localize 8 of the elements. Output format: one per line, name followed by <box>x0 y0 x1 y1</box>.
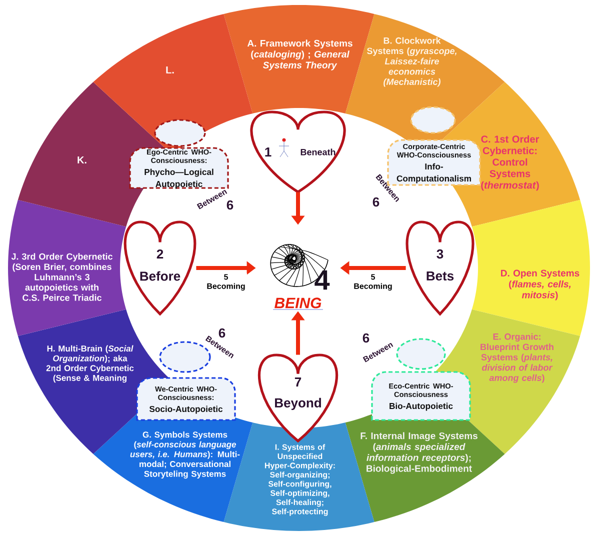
edge-label: 5 Becoming <box>205 273 247 292</box>
annotation-text: 6 <box>226 200 234 210</box>
number-label: 4 <box>314 270 330 290</box>
annotation-text: 6 <box>362 333 370 343</box>
edge-label: 5 Becoming <box>352 273 394 292</box>
annotation-text: 6 <box>218 328 226 338</box>
heading-text: BEING <box>272 298 324 310</box>
ring-segment: J. 3rd Order Cybernetic (Soren Brier, combines Luhmann’s 3 autopoietics with C.S. Peirce Triadic <box>8 200 126 336</box>
